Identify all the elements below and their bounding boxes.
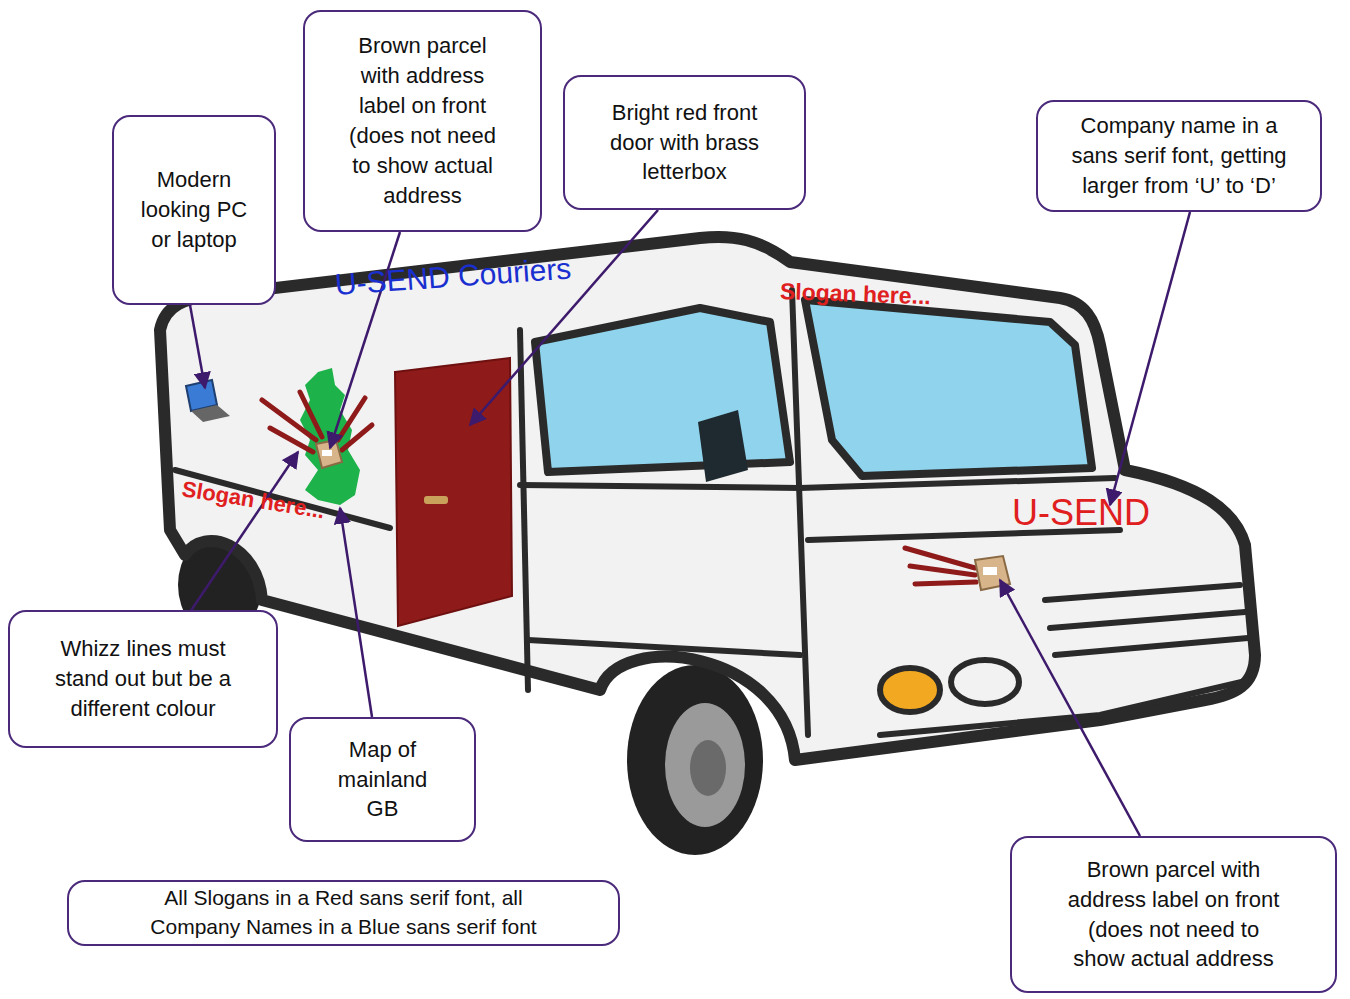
wing-mirror xyxy=(698,410,748,482)
laptop-base xyxy=(191,405,230,422)
leader-line xyxy=(1000,580,1140,836)
panel-lines xyxy=(175,290,1120,735)
callout-text: Brown parcel with address label on front… xyxy=(1064,855,1283,975)
callout-text: Company name in a sans serif font, getti… xyxy=(1066,111,1292,201)
leader-line xyxy=(340,508,372,717)
callout-box: Whizz lines must stand out but be a diff… xyxy=(8,610,278,748)
hub-centre xyxy=(690,740,726,796)
side-window xyxy=(535,308,790,472)
whizz-lines xyxy=(905,548,976,584)
parcel xyxy=(316,440,342,468)
callout-box: All Slogans in a Red sans serif font, al… xyxy=(67,880,620,946)
headlight xyxy=(880,668,940,712)
callout-box: Brown parcel with address label on front… xyxy=(1010,836,1337,993)
callout-text: All Slogans in a Red sans serif font, al… xyxy=(124,884,563,941)
grille xyxy=(880,585,1250,735)
leader-line xyxy=(190,305,205,388)
windscreen xyxy=(805,300,1092,476)
address-label xyxy=(322,450,332,456)
callout-box: Modern looking PC or laptop xyxy=(112,115,276,305)
headlight-lamp xyxy=(951,660,1019,704)
brass-letterbox xyxy=(424,496,448,504)
callout-text: Modern looking PC or laptop xyxy=(139,165,249,255)
slogan-text: Slogan here... xyxy=(180,476,327,524)
callout-box: Map of mainland GB xyxy=(289,717,476,842)
callout-text: Bright red front door with brass letterb… xyxy=(601,98,768,188)
leader-line xyxy=(190,452,298,612)
front-wheel xyxy=(627,665,763,855)
callout-box: Brown parcel with address label on front… xyxy=(303,10,542,232)
parcel xyxy=(975,556,1010,590)
callout-box: Bright red front door with brass letterb… xyxy=(563,75,806,210)
callout-text: Brown parcel with address label on front… xyxy=(345,31,500,210)
company-name: U-SEND xyxy=(1012,492,1150,534)
callout-box: Company name in a sans serif font, getti… xyxy=(1036,100,1322,212)
callout-text: Whizz lines must stand out but be a diff… xyxy=(45,634,241,724)
leader-line xyxy=(470,210,658,425)
callout-text: Map of mainland GB xyxy=(336,735,429,825)
front-hubcap xyxy=(665,703,745,827)
address-label xyxy=(983,567,997,575)
company-name: U-SEND Couriers xyxy=(334,252,573,302)
slogan-text: Slogan here... xyxy=(780,278,932,310)
leader-line xyxy=(1110,212,1190,505)
van-body xyxy=(160,237,1255,760)
